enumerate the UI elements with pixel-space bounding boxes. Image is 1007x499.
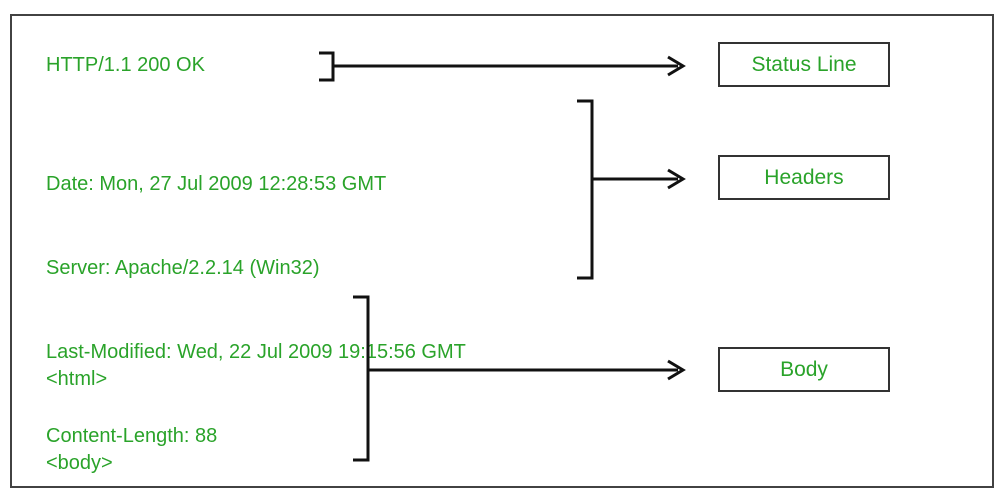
body-line: <body> [46,452,113,474]
body-text-block: <html> <body> <h1>Hello, World!</h1> </b… [46,309,257,499]
body-line: <html> [46,368,108,390]
body-label: Body [780,357,828,381]
headers-label: Headers [764,165,844,189]
header-line: Server: Apache/2.2.14 (Win32) [46,257,320,279]
header-line: Content-Length: 88 [46,425,218,447]
status-line-label: Status Line [751,52,857,76]
header-line: Date: Mon, 27 Jul 2009 12:28:53 GMT [46,173,387,195]
headers-label-box: Headers [718,155,890,200]
status-line-text: HTTP/1.1 200 OK [46,54,205,76]
status-line-label-box: Status Line [718,42,890,87]
diagram-frame [10,14,994,488]
body-label-box: Body [718,347,890,392]
